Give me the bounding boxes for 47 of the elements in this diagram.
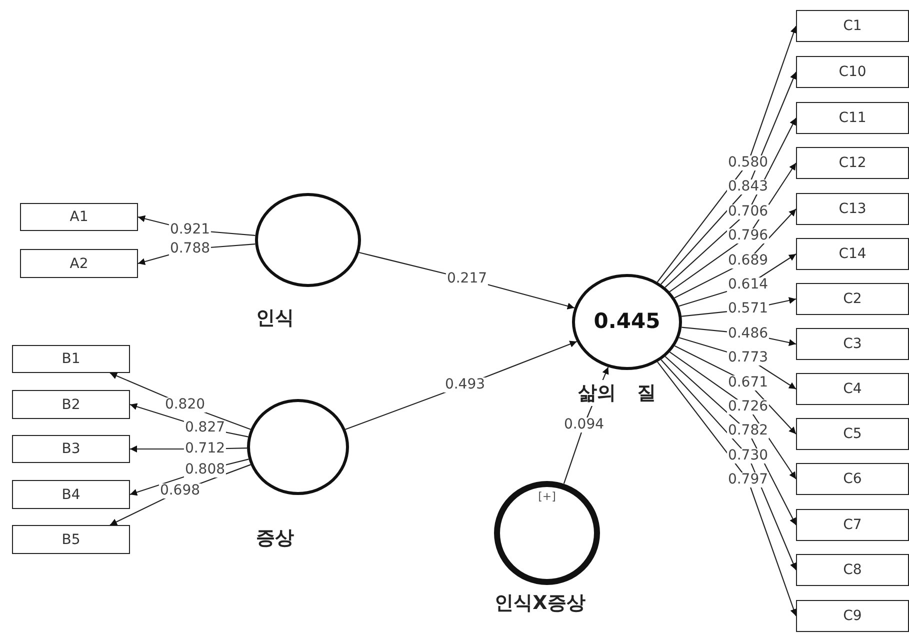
edge-label: 0.843: [726, 180, 770, 195]
indicator-box: C12: [796, 147, 909, 179]
arrow: [656, 26, 797, 282]
indicator-box: C8: [796, 554, 909, 586]
edge-label: 0.797: [726, 472, 770, 488]
indicator-box: C5: [796, 418, 909, 450]
indicator-box: A1: [20, 203, 138, 231]
edge-label: 0.782: [726, 424, 770, 439]
edge-label: 0.486: [726, 326, 770, 342]
indicator-box: B5: [12, 525, 130, 554]
indicator-box: B1: [12, 345, 130, 373]
indicator-box: C10: [796, 56, 909, 88]
edge-label: 0.773: [726, 350, 770, 366]
edge-label: 0.493: [444, 378, 486, 392]
edge-label: 0.094: [562, 418, 606, 432]
edge-label: 0.820: [164, 398, 206, 412]
edge-label: 0.730: [726, 448, 770, 464]
indicator-box: A2: [20, 249, 138, 278]
indicator-box: C3: [796, 328, 909, 360]
arrow: [657, 362, 797, 616]
indicator-box: C4: [796, 373, 909, 405]
indicator-box: B2: [12, 390, 130, 419]
indicator-box: B3: [12, 435, 130, 463]
indicator-box: C13: [796, 193, 909, 225]
indicator-box: B4: [12, 480, 130, 509]
indicator-box: C2: [796, 283, 909, 315]
edge-label: 0.614: [726, 278, 770, 292]
edge-label: 0.788: [168, 242, 212, 256]
indicator-box: C6: [796, 463, 909, 495]
edge-label: 0.796: [726, 228, 770, 244]
edge-label: 0.671: [726, 375, 770, 390]
indicator-box: C7: [796, 509, 909, 541]
edge-label: 0.808: [184, 462, 226, 478]
edge-label: 0.217: [446, 272, 488, 286]
edge-label: 0.698: [158, 484, 202, 498]
edge-label: 0.726: [726, 400, 770, 414]
edge-label: 0.580: [726, 156, 770, 170]
indicator-box: C9: [796, 600, 909, 632]
edge-label: 0.827: [184, 420, 226, 436]
construct-label: 삶의 질: [578, 380, 656, 406]
indicator-box: C11: [796, 102, 909, 134]
indicator-box: C1: [796, 10, 909, 42]
edge-label: 0.706: [726, 204, 770, 220]
moderator-sign: [+]: [538, 490, 556, 503]
r-squared-value: 0.445: [594, 309, 660, 333]
edge-label: 0.689: [726, 253, 770, 268]
indicator-box: C14: [796, 238, 909, 270]
